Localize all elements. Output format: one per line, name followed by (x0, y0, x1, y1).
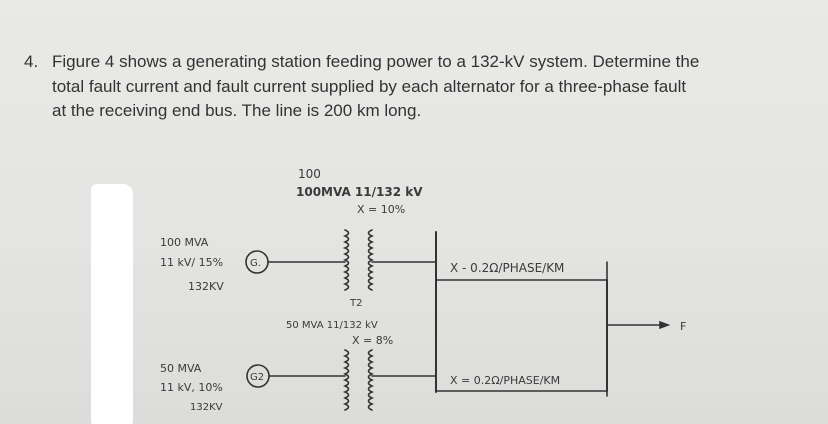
line2-reactance: X = 0.2Ω/PHASE/KM (450, 374, 560, 387)
g1-secondary: 132KV (188, 280, 224, 293)
transformer-t2-secondary (367, 349, 375, 411)
question-text: Figure 4 shows a generating station feed… (52, 50, 812, 124)
transformer-t1-secondary (367, 229, 375, 291)
g1-voltage: 11 kV/ 15% (160, 256, 223, 269)
fault-label: F (680, 320, 686, 333)
t1-top: 100 (298, 167, 321, 181)
question-line-2: total fault current and fault current su… (52, 76, 687, 96)
redaction-block (91, 184, 133, 424)
transformer-t1-primary (342, 229, 350, 291)
transformer-t2-primary (342, 349, 350, 411)
g2-rating: 50 MVA (160, 362, 202, 375)
question-number: 4. (24, 52, 39, 71)
g2-secondary: 132KV (190, 402, 223, 413)
t1-reactance: X = 10% (357, 203, 405, 216)
t1-rating: 100MVA 11/132 kV (296, 185, 423, 199)
g1-rating: 100 MVA (160, 236, 209, 249)
g2-voltage: 11 kV, 10% (160, 381, 223, 394)
t2-rating: 50 MVA 11/132 kV (286, 320, 378, 331)
question-line-3: at the receiving end bus. The line is 20… (52, 101, 422, 120)
g2-label: G2 (250, 372, 264, 383)
g1-label: G. (250, 258, 261, 269)
t2-label: T2 (349, 298, 362, 309)
t2-reactance: X = 8% (352, 334, 393, 347)
question-line-1: Figure 4 shows a generating station feed… (52, 52, 700, 71)
line1-reactance: X - 0.2Ω/PHASE/KM (450, 261, 564, 275)
